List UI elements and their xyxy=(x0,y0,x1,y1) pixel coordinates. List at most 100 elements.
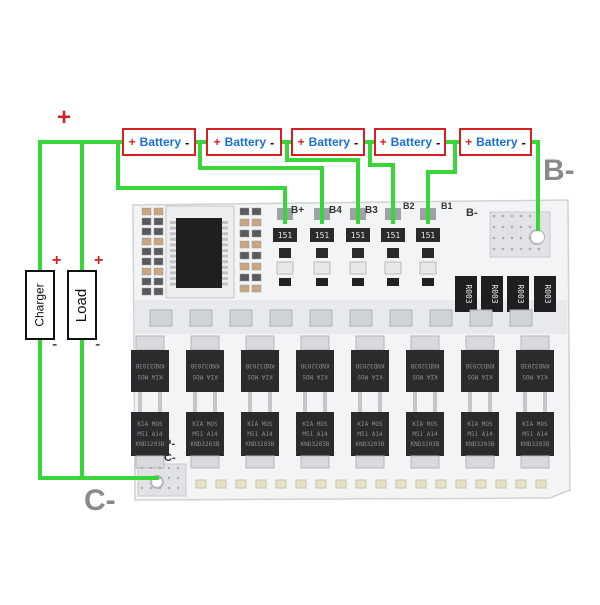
mosfet-marking: KND3203B xyxy=(521,441,550,448)
solder-pad xyxy=(275,479,287,489)
wiring xyxy=(38,140,540,480)
smd-part xyxy=(141,237,152,246)
mosfet-top xyxy=(406,350,444,392)
mosfet-leg xyxy=(138,398,142,412)
via-dot xyxy=(528,236,532,240)
mosfet-marking: KND3203B xyxy=(301,441,330,448)
balance-resistor-marking: 151 xyxy=(421,231,436,240)
ic-pin xyxy=(170,254,176,258)
mosfet-marking: KIA MOS xyxy=(357,373,383,380)
ic-pin xyxy=(222,282,228,286)
smd-part xyxy=(141,207,152,216)
mosfet-tab xyxy=(245,455,275,469)
silk-b1: B1 xyxy=(441,201,453,211)
smd-part xyxy=(141,217,152,226)
balance-resistor xyxy=(416,228,440,242)
smd-part xyxy=(153,217,164,226)
via-dot xyxy=(519,247,523,251)
solder-pad xyxy=(295,479,307,489)
silk-b3: B3 xyxy=(365,205,378,216)
solder-pad xyxy=(515,479,527,489)
mosfet-leg xyxy=(358,398,362,412)
ic-pin xyxy=(170,232,176,236)
sense-resistor-marking: R003 xyxy=(490,284,499,303)
smd-part xyxy=(251,251,262,260)
mosfet-marking: KND3203B xyxy=(411,441,440,448)
silk-b2: B2 xyxy=(403,201,415,211)
via-dot xyxy=(158,486,162,490)
balance-resistor xyxy=(346,228,370,242)
mosfet-marking: KIA MOS xyxy=(522,373,548,380)
mosfet-top xyxy=(351,350,389,392)
smd-transistor xyxy=(279,278,291,286)
mosfet-marking: M51 A14 xyxy=(357,431,383,438)
via-dot xyxy=(492,214,496,218)
sense-resistor-marking: R003 xyxy=(543,284,552,303)
via-dot xyxy=(140,486,144,490)
mosfet-leg xyxy=(433,398,437,412)
mosfet-tab xyxy=(300,335,330,351)
balance-resistor-marking: 151 xyxy=(278,231,293,240)
smd-part xyxy=(251,207,262,216)
battery-5-plus: + xyxy=(465,135,473,149)
smd-part xyxy=(153,207,164,216)
contact-pad xyxy=(389,309,413,327)
mosfet-bottom xyxy=(351,412,389,456)
via-dot xyxy=(176,476,180,480)
mosfet-bottom xyxy=(241,412,279,456)
battery-box-3: +Battery- xyxy=(291,128,365,156)
via-dot xyxy=(528,225,532,229)
smd-part xyxy=(141,247,152,256)
mosfet-leg xyxy=(413,398,417,412)
smd-part xyxy=(153,257,164,266)
solder-pad xyxy=(455,479,467,489)
ic-pin xyxy=(170,271,176,275)
via-dot xyxy=(149,486,153,490)
via-dot xyxy=(519,214,523,218)
silk-p-minus: P- xyxy=(164,438,175,450)
smd-part xyxy=(239,207,250,216)
battery-4-plus: + xyxy=(379,135,387,149)
balance-diode xyxy=(387,248,399,258)
ic-pin xyxy=(222,221,228,224)
smd-part xyxy=(153,287,164,296)
mosfet-marking: KND3203B xyxy=(245,362,274,369)
mosfet-marking: KIA MOS xyxy=(247,373,273,380)
sense-resistor-marking: R003 xyxy=(516,284,525,303)
load-plus-sign: + xyxy=(94,252,104,269)
battery-2-plus: + xyxy=(213,135,221,149)
battery-1-plus: + xyxy=(128,135,136,149)
via-dot xyxy=(510,247,514,251)
via-dot xyxy=(519,225,523,229)
wire-b3 xyxy=(285,140,360,224)
mosfet-marking: KND3203B xyxy=(410,362,439,369)
smd-part xyxy=(239,229,250,238)
solder-pad xyxy=(215,479,227,489)
wire-b-minus xyxy=(530,140,540,239)
via-dot xyxy=(492,247,496,251)
balance-resistor-marking: 151 xyxy=(386,231,401,240)
smd-part xyxy=(239,262,250,271)
battery-box-4: +Battery- xyxy=(374,128,446,156)
smd-cap xyxy=(349,261,367,275)
mosfet-marking: KND3203B xyxy=(466,441,495,448)
via-dot xyxy=(537,247,541,251)
balance-resistor xyxy=(310,228,334,242)
battery-box-2: +Battery- xyxy=(206,128,282,156)
silk-c-minus: C- xyxy=(164,452,176,464)
ic-pin xyxy=(222,232,228,236)
mosfet-marking: KND3203B xyxy=(355,362,384,369)
mosfet-tab xyxy=(465,455,495,469)
mosfet-marking: KIA MOS xyxy=(412,373,438,380)
silk-b-minus: B- xyxy=(466,207,478,219)
mosfet-bottom xyxy=(186,412,224,456)
smd-part xyxy=(153,267,164,276)
via-dot xyxy=(510,225,514,229)
mosfet-marking: KIA MOS xyxy=(247,421,273,428)
mosfet-tab xyxy=(355,335,385,351)
mosfet-leg xyxy=(523,398,527,412)
mosfet-bottom xyxy=(131,412,169,456)
mosfet-tab xyxy=(190,335,220,351)
